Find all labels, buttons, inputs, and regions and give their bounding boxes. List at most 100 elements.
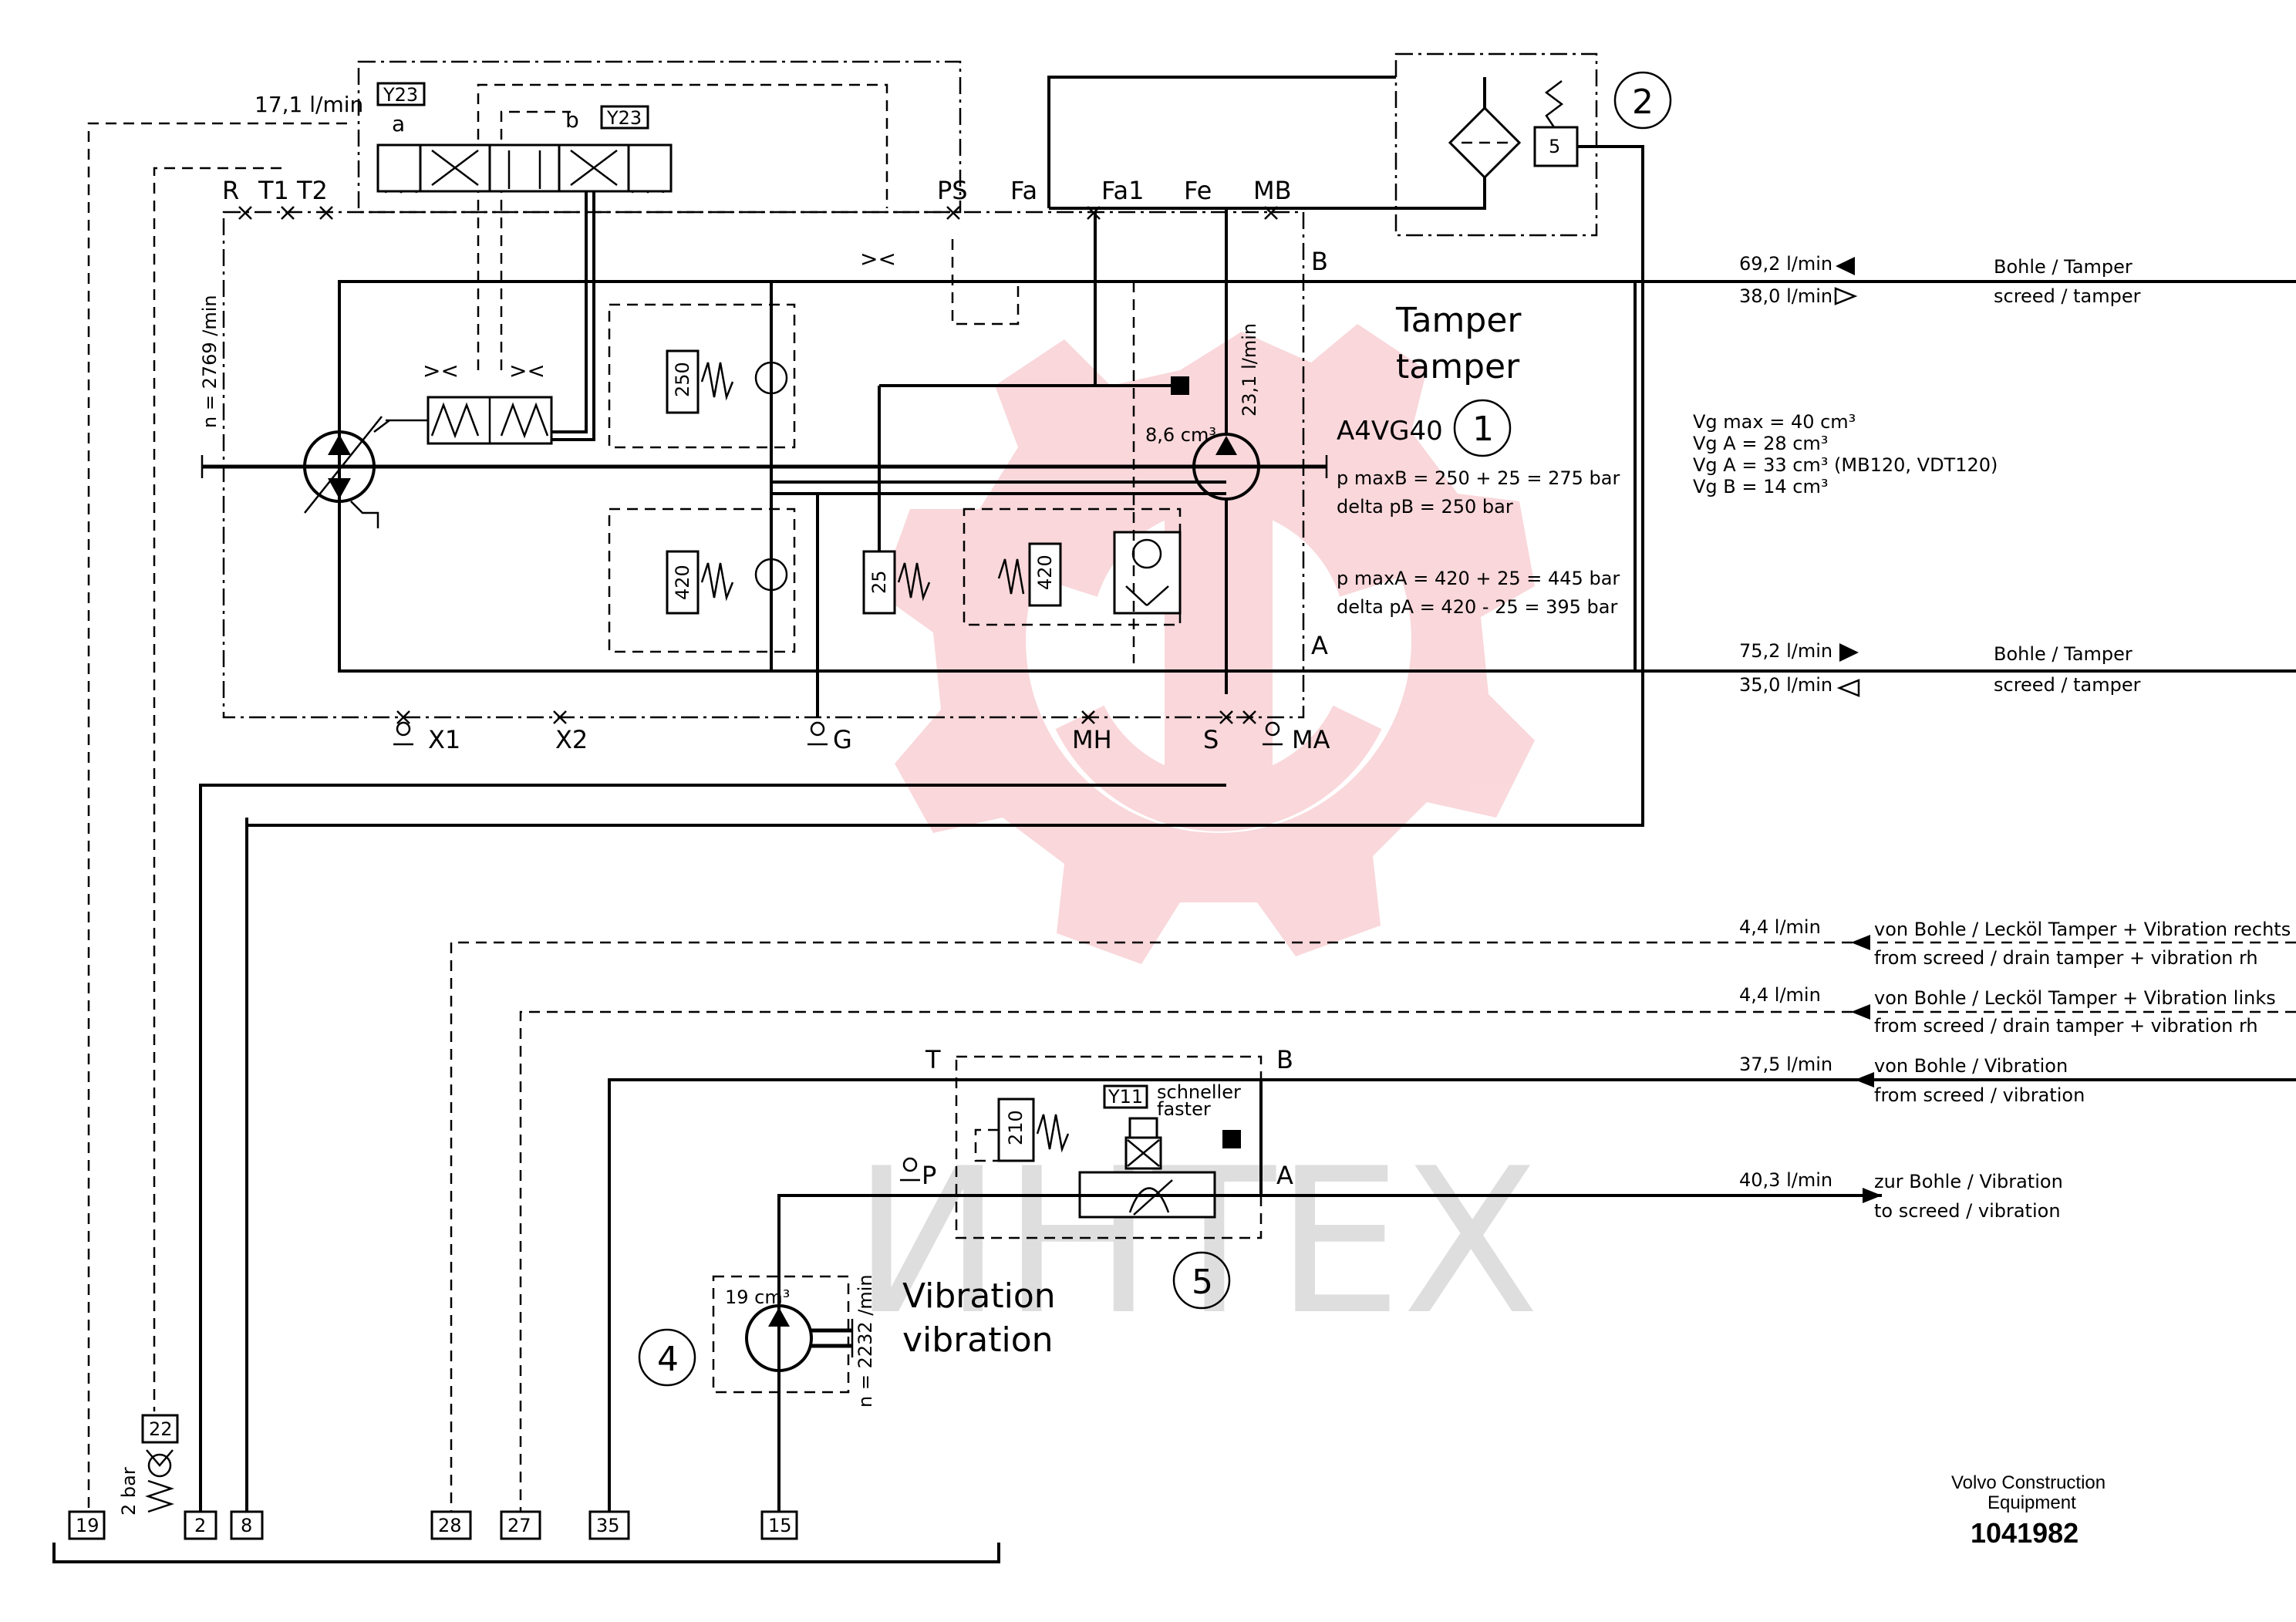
svg-text:from screed / drain tamper + v: from screed / drain tamper + vibration r… xyxy=(1874,1015,2258,1037)
svg-text:Volvo Construction: Volvo Construction xyxy=(1951,1472,2106,1493)
svg-text:75,2 l/min: 75,2 l/min xyxy=(1739,640,1832,662)
relief-valve-420-charge: 420 xyxy=(963,508,1182,626)
bottom-connection-boxes: 19 22 2 8 28 27 35 15 xyxy=(68,1414,798,1540)
component-1-number: 1 xyxy=(1472,410,1494,449)
vibration-title-en: vibration xyxy=(902,1320,1054,1360)
displacement-list: Vg max = 40 cm³ Vg A = 28 cm³ Vg A = 33 … xyxy=(1693,411,1998,497)
svg-text:T1: T1 xyxy=(258,176,289,205)
svg-text:4,4 l/min: 4,4 l/min xyxy=(1739,984,1821,1006)
svg-text:35,0 l/min: 35,0 l/min xyxy=(1739,674,1832,696)
svg-text:von Bohle / Lecköl Tamper + Vi: von Bohle / Lecköl Tamper + Vibration re… xyxy=(1874,919,2291,940)
component-4-circle xyxy=(638,1328,696,1387)
svg-text:19 cm³: 19 cm³ xyxy=(725,1286,790,1308)
svg-text:MB: MB xyxy=(1253,176,1292,205)
svg-text:37,5 l/min: 37,5 l/min xyxy=(1739,1054,1832,1075)
svg-text:Fa1: Fa1 xyxy=(1101,176,1144,205)
svg-text:27: 27 xyxy=(507,1515,531,1536)
vibration-return-line xyxy=(608,1078,2296,1512)
drain-line-19 xyxy=(87,122,347,1512)
pump-speed: n = 2769 /min xyxy=(199,295,221,428)
svg-text:X1: X1 xyxy=(428,725,460,754)
solenoid-label-y23-a: Y23 a xyxy=(376,82,426,137)
relief-valve-250: 250 xyxy=(608,282,796,671)
svg-text:Vg A = 33 cm³ (MB120, VDT120): Vg A = 33 cm³ (MB120, VDT120) xyxy=(1693,454,1998,476)
control-cylinder: >< >< xyxy=(373,83,888,445)
check-valve-2bar: 2 bar xyxy=(118,1449,174,1516)
svg-text:T: T xyxy=(925,1045,941,1074)
svg-text:Y23: Y23 xyxy=(383,84,418,106)
component-2-circle xyxy=(1613,71,1672,130)
svg-text:zur Bohle / Vibration: zur Bohle / Vibration xyxy=(1874,1171,2063,1192)
svg-text:40,3 l/min: 40,3 l/min xyxy=(1739,1169,1832,1191)
svg-text:250: 250 xyxy=(672,362,693,397)
variable-pump-symbol xyxy=(303,416,383,528)
svg-text:X2: X2 xyxy=(555,725,588,754)
svg-text:Bohle / Tamper: Bohle / Tamper xyxy=(1994,256,2132,278)
drain-flow-label: 17,1 l/min xyxy=(255,92,363,117)
bottom-bracket xyxy=(52,1543,1000,1563)
svg-text:to screed / vibration: to screed / vibration xyxy=(1874,1200,2061,1222)
drain-line-lh xyxy=(519,1010,2296,1512)
tamper-title-de: Tamper xyxy=(1395,301,1522,340)
drain-line-22 xyxy=(153,167,282,1411)
svg-text:420: 420 xyxy=(1034,555,1056,590)
svg-text:420: 420 xyxy=(672,565,693,600)
svg-text:MA: MA xyxy=(1292,725,1330,754)
svg-text:4,4 l/min: 4,4 l/min xyxy=(1739,916,1821,938)
component-1-circle xyxy=(1453,399,1512,457)
svg-text:15: 15 xyxy=(768,1515,792,1536)
svg-text:5: 5 xyxy=(1549,136,1560,157)
charge-flow: 23,1 l/min xyxy=(1239,323,1260,416)
svg-text:von Bohle / Lecköl Tamper + Vi: von Bohle / Lecköl Tamper + Vibration li… xyxy=(1874,987,2276,1009)
pressure-b-delta: delta pB = 250 bar xyxy=(1337,496,1513,518)
component-5-circle xyxy=(1172,1251,1231,1310)
pressure-a-delta: delta pA = 420 - 25 = 395 bar xyxy=(1337,596,1617,618)
svg-text:P: P xyxy=(922,1161,936,1190)
svg-text:schneller: schneller xyxy=(1157,1081,1241,1103)
line-labels: 69,2 l/min Bohle / Tamper 38,0 l/min scr… xyxy=(1739,253,2291,1222)
tamper-title-en: tamper xyxy=(1396,347,1520,386)
svg-text:T2: T2 xyxy=(296,176,328,205)
svg-text:Fe: Fe xyxy=(1184,176,1212,205)
svg-text:A: A xyxy=(1311,631,1328,660)
svg-text:n = 2232 /min: n = 2232 /min xyxy=(855,1274,876,1408)
svg-text:B: B xyxy=(1311,247,1328,276)
drain-line-rh xyxy=(450,941,2296,1512)
svg-text:from screed / drain tamper + v: from screed / drain tamper + vibration r… xyxy=(1874,947,2258,969)
svg-text:Vg B = 14 cm³: Vg B = 14 cm³ xyxy=(1693,476,1828,497)
svg-text:2 bar: 2 bar xyxy=(118,1467,140,1516)
svg-text:19: 19 xyxy=(76,1515,99,1536)
svg-text:PS: PS xyxy=(937,176,968,205)
component-2-number: 2 xyxy=(1632,83,1654,122)
vibration-pump: 19 cm³ n = 2232 /min xyxy=(712,1274,876,1408)
top-port-markers: R T1 T2 PS Fa Fa1 Fe MB B A xyxy=(222,176,1328,660)
svg-text:8: 8 xyxy=(241,1515,252,1536)
svg-text:Vg max = 40 cm³: Vg max = 40 cm³ xyxy=(1693,411,1856,433)
svg-text:Fa: Fa xyxy=(1010,176,1037,205)
svg-text:1041982: 1041982 xyxy=(1971,1517,2079,1549)
solenoid-label-y23-b: Y23 b xyxy=(565,105,649,133)
component-4-number: 4 xyxy=(657,1340,679,1379)
svg-text:28: 28 xyxy=(438,1515,462,1536)
svg-text:35: 35 xyxy=(596,1515,620,1536)
pressure-a-max: p maxA = 420 + 25 = 445 bar xyxy=(1337,568,1620,589)
vibration-title-de: Vibration xyxy=(902,1276,1056,1316)
svg-text:22: 22 xyxy=(149,1418,173,1440)
svg-text:2: 2 xyxy=(194,1515,206,1536)
title-block: Volvo Construction Equipment 1041982 xyxy=(1951,1472,2106,1549)
relief-valve-25: 25 xyxy=(862,386,931,615)
svg-text:Vg A = 28 cm³: Vg A = 28 cm³ xyxy=(1693,433,1828,454)
port-cross-marks xyxy=(238,206,1278,220)
relief-valve-420: 420 xyxy=(608,508,796,653)
bottom-port-markers: X1 X2 G MH S MA xyxy=(428,725,1330,754)
svg-text:A: A xyxy=(1276,1161,1293,1190)
pressure-b-max: p maxB = 250 + 25 = 275 bar xyxy=(1337,467,1620,489)
directional-valve-y23 xyxy=(376,143,673,194)
charge-displacement: 8,6 cm³ xyxy=(1145,424,1216,446)
svg-text:S: S xyxy=(1203,725,1219,754)
svg-text:Y11: Y11 xyxy=(1108,1086,1143,1108)
svg-text:Equipment: Equipment xyxy=(1988,1492,2076,1513)
component-5-number: 5 xyxy=(1192,1263,1213,1302)
svg-text:><: >< xyxy=(423,358,459,383)
svg-text:screed / tamper: screed / tamper xyxy=(1994,674,2141,696)
